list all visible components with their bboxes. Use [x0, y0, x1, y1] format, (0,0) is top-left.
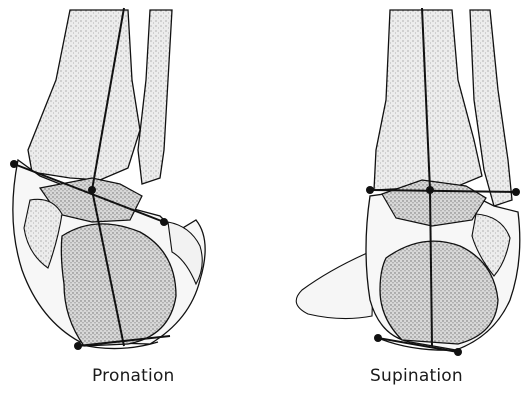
heel-lateral-point	[454, 348, 462, 356]
medial-malleolus-point	[366, 186, 374, 194]
heel-medial-point	[74, 342, 82, 350]
axis-intersection-point	[426, 186, 434, 194]
medial-malleolus-point	[10, 160, 18, 168]
pronation-caption: Pronation	[92, 366, 175, 386]
supination-figure: Supination	[262, 0, 524, 399]
tibia-bone	[28, 10, 140, 180]
lateral-malleolus-point	[160, 218, 168, 226]
pronation-figure: Pronation	[0, 0, 262, 399]
medial-soft-tissue	[296, 250, 374, 319]
heel-medial-point	[374, 334, 382, 342]
pronation-ankle-drawing	[0, 0, 262, 360]
fibula-bone	[138, 10, 172, 184]
supination-ankle-drawing	[262, 0, 524, 360]
lateral-malleolus-point	[512, 188, 520, 196]
supination-caption: Supination	[370, 366, 463, 386]
axis-intersection-point	[88, 186, 96, 194]
